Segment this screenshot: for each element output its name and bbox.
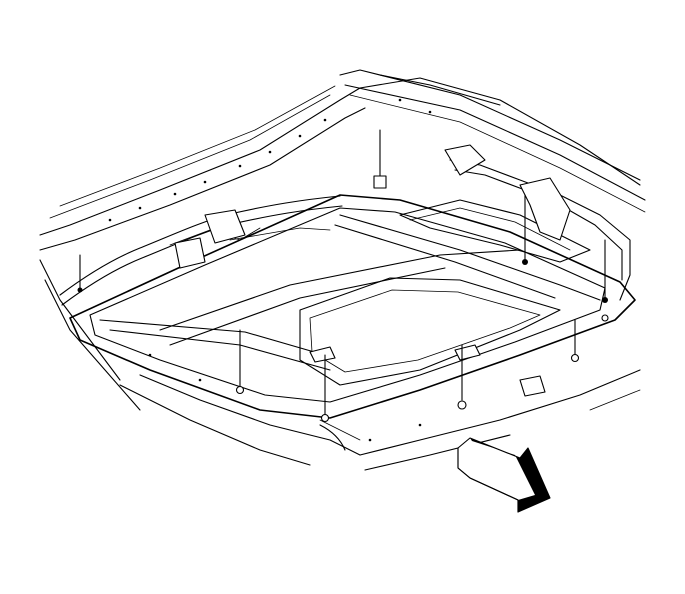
fastener-rear-center	[522, 194, 528, 265]
drain-tube-harness	[59, 195, 343, 306]
fastener-far-right	[601, 314, 609, 322]
sunroof-frame	[69, 194, 636, 419]
fastener-rear-left	[373, 129, 387, 189]
front-direction-arrow-icon	[457, 437, 551, 513]
fastener-rear-right	[602, 239, 608, 303]
roof-panel	[39, 69, 646, 471]
fastener-front-center	[320, 354, 330, 423]
fasteners	[77, 129, 609, 423]
front-details	[309, 344, 546, 451]
fastener-left-side	[77, 254, 83, 293]
rear-opening	[399, 199, 591, 263]
fastener-front-right	[457, 344, 467, 410]
fastener-mid-right	[570, 319, 580, 363]
glass-opening	[299, 277, 561, 386]
fastener-front-left	[235, 329, 245, 395]
roof-rail-holes	[108, 98, 432, 442]
right-harness	[444, 144, 631, 301]
